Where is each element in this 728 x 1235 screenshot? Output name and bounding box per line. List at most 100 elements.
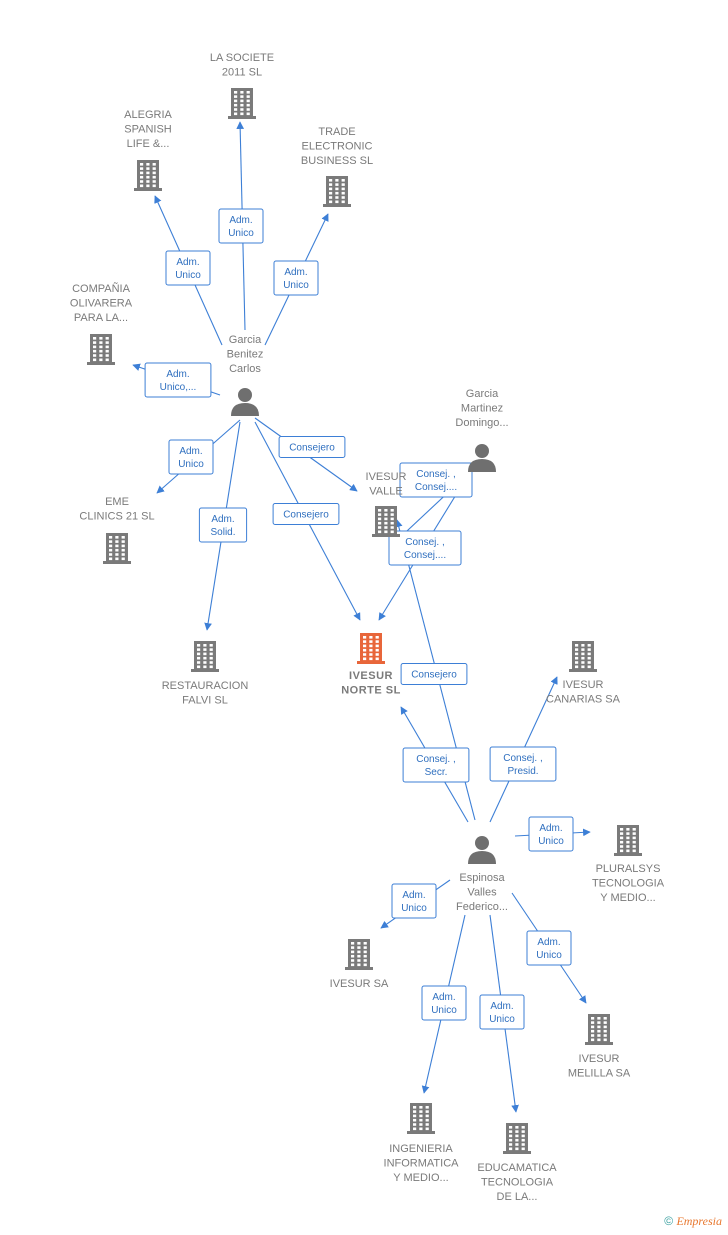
edge-label-box — [272, 503, 340, 525]
building-icon — [345, 939, 373, 970]
edge-label-text: Consej.... — [415, 482, 457, 493]
edge-label-espinosa-to-ivesur_norte[interactable]: Consej. ,Secr. — [402, 747, 470, 783]
building-window — [509, 1126, 513, 1129]
building-window — [626, 828, 630, 831]
building-window — [390, 521, 394, 525]
edge-label-espinosa-to-ivesur_sa[interactable]: Adm.Unico — [391, 883, 437, 919]
building-window — [357, 959, 361, 962]
person-icon — [468, 836, 496, 864]
building-window — [93, 354, 97, 357]
building-window — [390, 517, 394, 521]
edge-label-espinosa-to-ivesur_valle[interactable]: Consejero — [400, 663, 468, 685]
node-label: BUSINESS SL — [301, 155, 373, 167]
building-window — [587, 644, 591, 647]
node-label: CLINICS 21 SL — [79, 511, 154, 523]
edge-label-garcia_benitez-to-olivarera[interactable]: Adm.Unico,... — [144, 362, 212, 398]
edge-label-garcia_benitez-to-ivesur_valle[interactable]: Consejero — [278, 436, 346, 458]
building-window — [363, 942, 367, 945]
edge-label-text: Unico — [283, 280, 309, 291]
edge-label-text: Adm. — [166, 369, 189, 380]
building-window — [146, 175, 150, 179]
building-window — [335, 191, 339, 195]
node-ivesur-sa[interactable]: IVESUR SA — [330, 939, 389, 990]
footer-brand[interactable]: © Empresia — [664, 1214, 722, 1229]
building-window — [591, 1034, 595, 1037]
edge-label-text: Solid. — [210, 527, 235, 538]
building-window — [587, 656, 591, 660]
building-icon — [407, 1103, 435, 1134]
building-window — [425, 1118, 429, 1122]
edge-label-espinosa-to-ivesur_canarias[interactable]: Consej. ,Presid. — [489, 746, 557, 782]
building-window — [581, 656, 585, 660]
building-window — [620, 832, 624, 835]
node-restauracion[interactable]: RESTAURACION FALVI SL — [162, 641, 249, 707]
building-window — [521, 1143, 525, 1146]
building-window — [105, 349, 109, 353]
building-window — [375, 648, 379, 652]
building-window — [329, 187, 333, 191]
edge-label-garcia_martinez-to-ivesur_valle[interactable]: Consej. ,Consej.... — [399, 462, 473, 498]
node-eme[interactable]: EME CLINICS 21 SL — [79, 496, 155, 564]
edge-label-box — [144, 362, 212, 398]
building-window — [351, 954, 355, 958]
edge-label-espinosa-to-ivesur_melilla[interactable]: Adm.Unico — [526, 930, 572, 966]
building-window — [209, 644, 213, 647]
building-icon — [503, 1123, 531, 1154]
edge-label-text: Unico — [489, 1014, 515, 1025]
building-base — [503, 1151, 531, 1154]
node-garcia-martinez[interactable]: GarciaMartinezDomingo... — [455, 388, 509, 472]
building-window — [587, 648, 591, 651]
building-window — [425, 1123, 429, 1126]
edge-label-text: Adm. — [490, 1001, 513, 1012]
edge-label-garcia_benitez-to-ivesur_norte[interactable]: Consejero — [272, 503, 340, 525]
edge-label-garcia_benitez-to-restauracion[interactable]: Adm.Solid. — [198, 507, 248, 543]
building-window — [591, 1025, 595, 1029]
edge-label-garcia_benitez-to-la_societe[interactable]: Adm.Unico — [218, 208, 264, 244]
building-window — [329, 179, 333, 182]
building-window — [115, 540, 119, 543]
node-espinosa[interactable]: EspinosaVallesFederico... — [456, 836, 508, 913]
node-label: Valles — [467, 887, 497, 899]
edge-label-garcia_benitez-to-alegria[interactable]: Adm.Unico — [165, 250, 211, 286]
building-window — [197, 652, 201, 656]
node-label: FALVI SL — [182, 695, 228, 707]
edge-label-espinosa-to-ingenieria[interactable]: Adm.Unico — [421, 985, 467, 1021]
building-window — [146, 180, 150, 183]
edge-label-garcia_martinez-to-ivesur_norte[interactable]: Consej. ,Consej.... — [388, 530, 462, 566]
person-body — [231, 403, 259, 416]
building-window — [375, 653, 379, 656]
building-window — [375, 640, 379, 643]
building-window — [234, 91, 238, 94]
edge-label-garcia_benitez-to-trade[interactable]: Adm.Unico — [273, 260, 319, 296]
building-window — [240, 95, 244, 98]
edge-label-box — [526, 930, 572, 966]
node-label: IVESUR — [366, 471, 407, 483]
node-label: RESTAURACION — [162, 680, 249, 692]
edge-label-espinosa-to-educamatica[interactable]: Adm. Unico — [479, 994, 525, 1030]
node-label: EME — [105, 496, 129, 508]
edge-label-garcia_benitez-to-eme[interactable]: Adm.Unico — [168, 439, 214, 475]
edge-label-text: Adm. — [402, 890, 425, 901]
node-label: LIFE &... — [127, 138, 170, 150]
building-window — [197, 661, 201, 664]
building-window — [632, 840, 636, 844]
edge-label-espinosa-to-pluralsys[interactable]: Adm.Unico — [528, 816, 574, 852]
building-window — [121, 553, 125, 556]
building-window — [209, 648, 213, 651]
node-label: EDUCAMATICA — [477, 1162, 557, 1174]
building-window — [240, 103, 244, 107]
building-window — [521, 1134, 525, 1138]
